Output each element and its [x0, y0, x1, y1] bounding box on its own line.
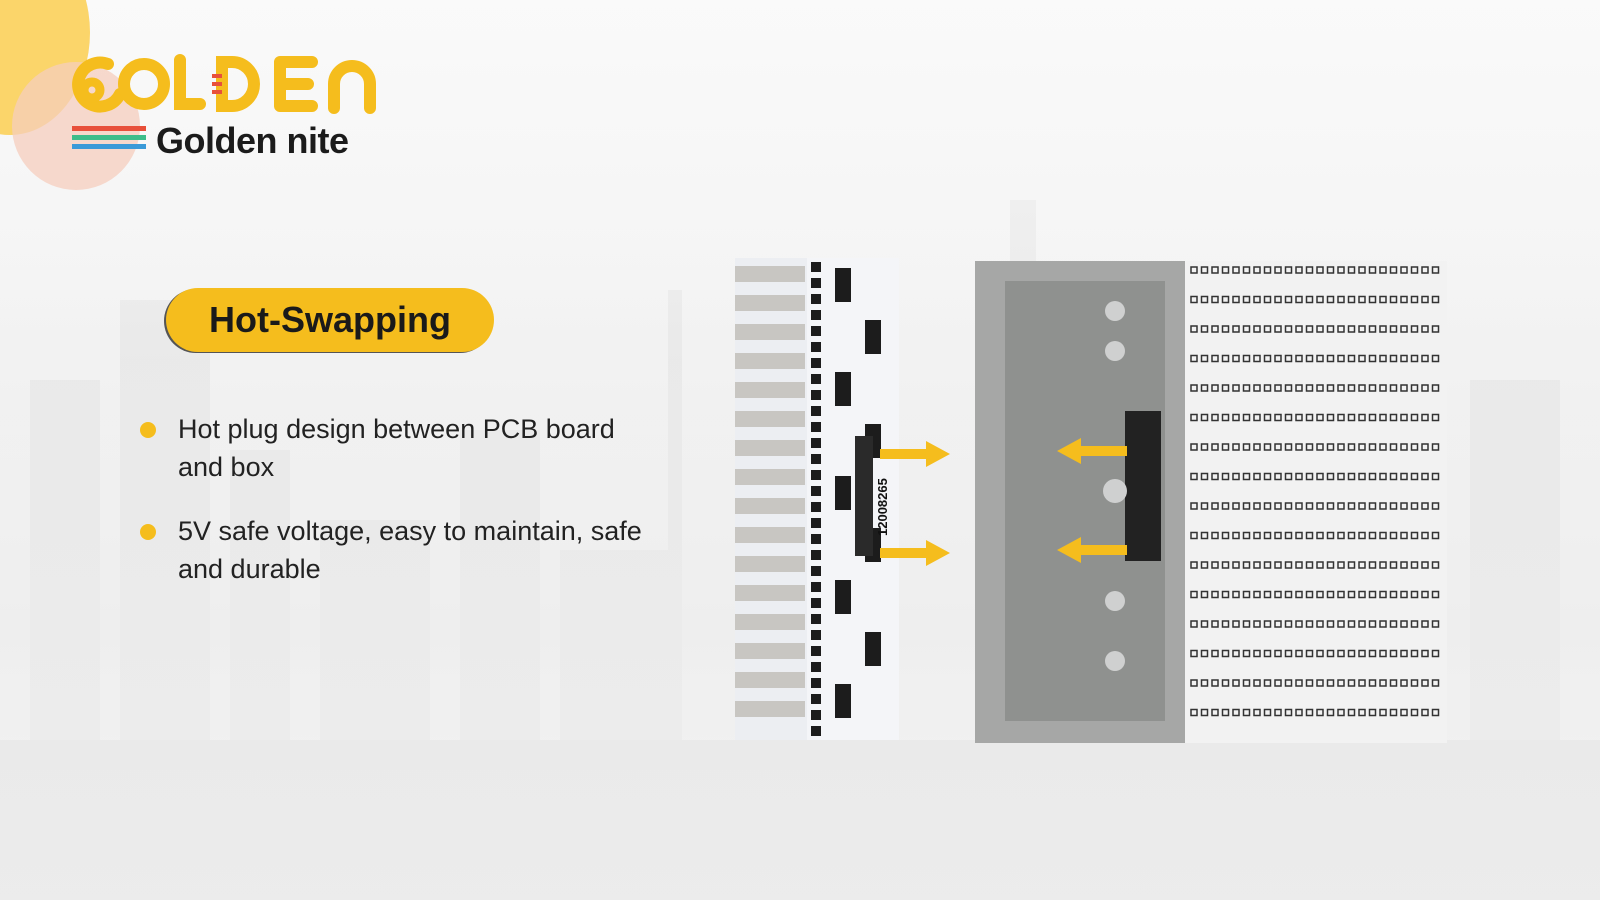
arrow-left-icon: [1057, 438, 1127, 464]
feature-item: Hot plug design between PCB board and bo…: [140, 410, 660, 486]
arrow-right-icon: [880, 540, 950, 566]
section-title: Hot-Swapping: [209, 299, 451, 340]
feature-text: Hot plug design between PCB board and bo…: [178, 414, 615, 482]
pcb-serial-label: 12008265: [875, 478, 890, 536]
module-box-image: [975, 261, 1447, 743]
bullet-dot-icon: [140, 524, 156, 540]
section-title-pill: Hot-Swapping: [166, 288, 494, 352]
pcb-board-image: 12008265: [735, 258, 899, 740]
feature-text: 5V safe voltage, easy to maintain, safe …: [178, 516, 642, 584]
arrow-left-icon: [1057, 537, 1127, 563]
feature-item: 5V safe voltage, easy to maintain, safe …: [140, 512, 660, 588]
brand-name: Golden nite: [156, 120, 349, 161]
bullet-dot-icon: [140, 422, 156, 438]
feature-list: Hot plug design between PCB board and bo…: [140, 410, 660, 588]
brand-color-stripes: [72, 126, 146, 153]
golden-logo-wordmark: [72, 54, 376, 114]
arrow-right-icon: [880, 441, 950, 467]
brand-logo: Golden nite: [72, 54, 392, 164]
